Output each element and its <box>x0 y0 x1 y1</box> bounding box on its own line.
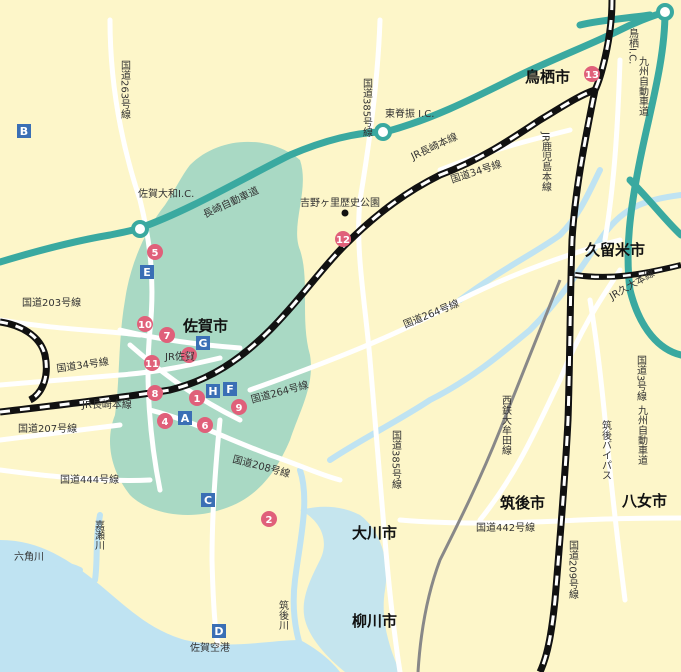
label-rokkaku: 六角川 <box>14 551 44 563</box>
spot-marker-8[interactable]: 8 <box>147 385 163 401</box>
svg-text:H: H <box>208 385 217 398</box>
label-r442: 国道442号線 <box>476 521 535 534</box>
sea-inlet <box>300 506 400 672</box>
svg-text:G: G <box>198 337 207 350</box>
svg-text:E: E <box>143 266 151 279</box>
svg-text:1: 1 <box>194 394 201 405</box>
city-labels: 鳥栖市 久留米市 佐賀市 筑後市 八女市 大川市 柳川市 <box>182 68 667 630</box>
svg-text:4: 4 <box>162 417 169 428</box>
label-jr-saga: JR佐賀 <box>164 351 195 363</box>
label-r385-north: 国道385号線 <box>361 78 373 137</box>
letter-marker-f[interactable]: F <box>223 382 237 396</box>
spot-marker-10[interactable]: 10 <box>137 316 153 332</box>
letter-marker-c[interactable]: C <box>201 493 215 507</box>
city-saga: 佐賀市 <box>182 317 228 335</box>
svg-text:3: 3 <box>186 351 193 362</box>
label-r263: 国道263号線 <box>119 60 131 119</box>
yoshinogari-dot <box>341 209 349 217</box>
svg-text:8: 8 <box>152 389 159 400</box>
spot-marker-7[interactable]: 7 <box>159 327 175 343</box>
label-yoshinogari: 吉野ヶ里歴史公園 <box>300 197 380 209</box>
svg-text:11: 11 <box>145 359 159 370</box>
city-kurume: 久留米市 <box>585 241 645 259</box>
city-tosu: 鳥栖市 <box>525 68 570 86</box>
letter-marker-b[interactable]: B <box>17 124 31 138</box>
label-r385-south: 国道385号線 <box>390 430 402 489</box>
spot-marker-12[interactable]: 12 <box>335 231 351 247</box>
nishitetsu-line <box>416 279 562 672</box>
spot-markers[interactable]: 5 12 13 10 7 11 3 8 1 9 4 6 2 <box>137 66 600 527</box>
label-r203: 国道203号線 <box>22 296 81 309</box>
label-saga-yamato-ic: 佐賀大和I.C. <box>138 187 194 200</box>
spot-marker-1[interactable]: 1 <box>189 390 205 406</box>
label-tosu-ic: 鳥栖I.C. <box>627 27 639 64</box>
rivers <box>7 167 681 672</box>
label-r3: 国道3号線 <box>635 355 647 402</box>
label-kyushu-exp-n: 九州自動車道 <box>637 56 649 116</box>
letter-marker-a[interactable]: A <box>178 411 192 425</box>
spot-marker-11[interactable]: 11 <box>144 355 160 371</box>
svg-text:5: 5 <box>152 248 159 259</box>
svg-text:2: 2 <box>266 515 273 526</box>
svg-text:A: A <box>181 412 190 425</box>
svg-text:F: F <box>226 383 234 396</box>
city-chikugo: 筑後市 <box>499 494 545 512</box>
spot-marker-3[interactable]: 3 <box>181 347 197 363</box>
saga-yamato-ic-marker[interactable] <box>131 220 149 238</box>
label-chikugo-bypass: 筑後バイパス <box>600 419 612 480</box>
svg-text:10: 10 <box>138 320 152 331</box>
label-higashisefuri-ic: 東脊振 I.C. <box>385 107 434 120</box>
city-yanagawa: 柳川市 <box>352 612 397 630</box>
interchanges <box>131 3 674 238</box>
spot-marker-5[interactable]: 5 <box>147 244 163 260</box>
letter-marker-e[interactable]: E <box>140 265 154 279</box>
label-r444: 国道444号線 <box>60 473 119 486</box>
svg-text:7: 7 <box>164 331 171 342</box>
svg-text:D: D <box>214 625 223 638</box>
city-yame: 八女市 <box>621 492 667 510</box>
spot-marker-4[interactable]: 4 <box>157 413 173 429</box>
label-jr-kagoshima: JR鹿児島本線 <box>540 131 552 192</box>
svg-text:6: 6 <box>202 421 209 432</box>
label-kase: 嘉瀬川 <box>93 519 105 550</box>
label-nishitetsu: 西鉄大牟田線 <box>500 395 512 455</box>
label-r209: 国道209号線 <box>567 540 579 599</box>
spot-marker-2[interactable]: 2 <box>261 511 277 527</box>
svg-text:B: B <box>20 125 28 138</box>
expressways <box>0 8 681 359</box>
label-jr-nagasaki-w: JR長崎本線 <box>81 398 132 411</box>
higashisefuri-ic-marker[interactable] <box>374 123 392 141</box>
letter-marker-g[interactable]: G <box>196 336 210 350</box>
letter-marker-d[interactable]: D <box>212 624 226 638</box>
spot-marker-9[interactable]: 9 <box>231 399 247 415</box>
svg-text:C: C <box>204 494 212 507</box>
label-r207: 国道207号線 <box>18 422 77 435</box>
letter-markers[interactable]: B E G H F A C D <box>17 124 237 638</box>
spot-marker-13[interactable]: 13 <box>584 66 600 82</box>
svg-text:12: 12 <box>336 235 350 246</box>
svg-text:13: 13 <box>585 70 599 81</box>
label-kyushu-exp-s: 九州自動車道 <box>636 405 648 465</box>
svg-text:9: 9 <box>236 403 243 414</box>
label-chikugo-river: 筑後川 <box>277 599 289 630</box>
letter-marker-h[interactable]: H <box>206 384 220 398</box>
spot-marker-6[interactable]: 6 <box>197 417 213 433</box>
label-saga-airport: 佐賀空港 <box>190 641 230 654</box>
tosu-ic-marker[interactable] <box>656 3 674 21</box>
city-okawa: 大川市 <box>352 524 397 542</box>
ariake-sea <box>0 540 340 672</box>
